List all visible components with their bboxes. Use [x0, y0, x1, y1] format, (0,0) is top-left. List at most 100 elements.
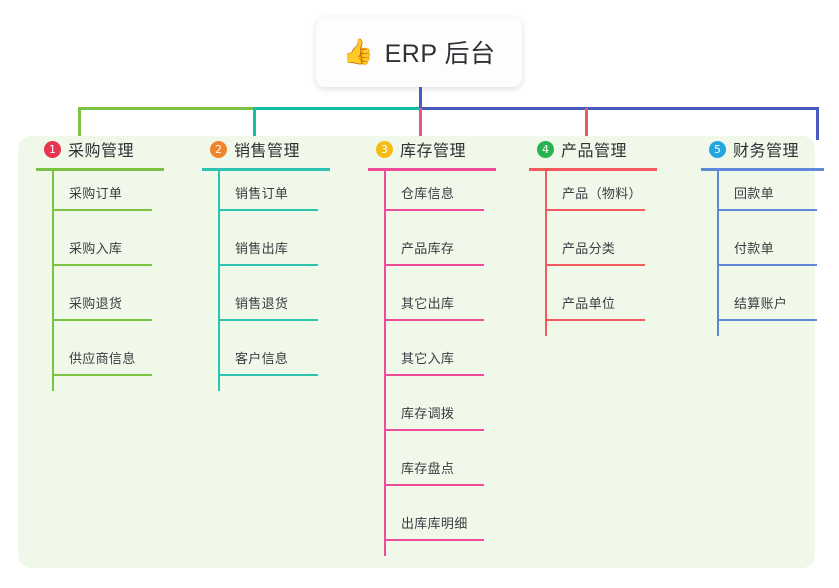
leaf-label: 付款单	[734, 241, 774, 256]
branch-underline	[202, 168, 330, 171]
leaf-label: 库存盘点	[401, 461, 455, 476]
leaf-node[interactable]: 销售订单	[202, 171, 320, 226]
leaf-underline	[52, 374, 152, 376]
branch-underline	[368, 168, 496, 171]
leaf-underline	[545, 319, 645, 321]
leaf-underline	[384, 539, 484, 541]
branch-column-4: 4 产品管理产品（物料） 产品分类产品单位	[529, 136, 657, 336]
leaf-label: 采购订单	[69, 186, 123, 201]
branch-number-badge: 1	[44, 140, 61, 158]
branch-underline	[36, 168, 164, 171]
leaf-underline	[384, 319, 484, 321]
leaf-label: 产品库存	[401, 241, 455, 256]
leaf-underline	[717, 264, 817, 266]
branch-title: 销售管理	[234, 143, 301, 160]
leaf-node[interactable]: 采购入库	[36, 226, 154, 281]
leaf-underline	[384, 209, 484, 211]
leaf-node[interactable]: 结算账户	[701, 281, 819, 336]
branch-number-badge: 5	[709, 140, 726, 158]
leaf-underline	[545, 209, 645, 211]
branch-underline	[701, 168, 824, 171]
leaf-label: 仓库信息	[401, 186, 455, 201]
connector-bar-blue	[419, 107, 819, 110]
leaf-underline	[384, 484, 484, 486]
leaf-node[interactable]: 产品单位	[529, 281, 647, 336]
branch-column-5: 5 财务管理回款单付款单结算账户	[701, 136, 824, 336]
leaf-underline	[52, 264, 152, 266]
branch-spine	[52, 171, 54, 391]
leaf-node[interactable]: 采购退货	[36, 281, 154, 336]
branch-title: 财务管理	[733, 143, 800, 160]
root-title: ERP 后台	[384, 40, 496, 68]
leaf-underline	[384, 374, 484, 376]
branch-spine	[384, 171, 386, 556]
branch-column-2: 2 销售管理销售订单销售出库销售退货客户信息	[202, 136, 330, 391]
leaf-underline	[218, 374, 318, 376]
leaf-node[interactable]: 客户信息	[202, 336, 320, 391]
leaf-node[interactable]: 出库库明细	[368, 501, 486, 556]
thumbs-up-icon: 👍	[342, 37, 374, 66]
leaf-label: 回款单	[734, 186, 774, 201]
leaf-label: 产品（物料）	[562, 186, 642, 201]
drop-connector-1	[78, 108, 81, 140]
leaf-underline	[218, 319, 318, 321]
leaf-label: 产品单位	[562, 296, 616, 311]
leaf-node[interactable]: 库存盘点	[368, 446, 486, 501]
branch-header-3[interactable]: 3 库存管理	[368, 136, 496, 171]
leaf-node[interactable]: 回款单	[701, 171, 819, 226]
drop-connector-5	[816, 108, 819, 140]
leaf-underline	[52, 209, 152, 211]
branch-header-1[interactable]: 1 采购管理	[36, 136, 164, 171]
leaf-underline	[218, 264, 318, 266]
leaf-underline	[52, 319, 152, 321]
drop-connector-2	[253, 108, 256, 140]
branch-header-2[interactable]: 2 销售管理	[202, 136, 330, 171]
branch-title: 库存管理	[400, 143, 467, 160]
connector-bar-teal	[253, 107, 421, 110]
leaf-label: 采购退货	[69, 296, 123, 311]
connector-bar-green	[78, 107, 255, 110]
branch-header-4[interactable]: 4 产品管理	[529, 136, 657, 171]
branch-column-1: 1 采购管理采购订单采购入库采购退货供应商信息	[36, 136, 164, 391]
leaf-node[interactable]: 付款单	[701, 226, 819, 281]
branches-panel: 1 采购管理采购订单采购入库采购退货供应商信息 2 销售管理销售订单销售出库销售退货…	[18, 136, 824, 568]
leaf-underline	[545, 264, 645, 266]
branch-underline	[529, 168, 657, 171]
leaf-node[interactable]: 产品分类	[529, 226, 647, 281]
leaf-node[interactable]: 仓库信息	[368, 171, 486, 226]
branch-number-badge: 2	[210, 140, 227, 158]
branch-header-5[interactable]: 5 财务管理	[701, 136, 824, 171]
leaf-node[interactable]: 供应商信息	[36, 336, 154, 391]
leaf-label: 出库库明细	[401, 516, 468, 531]
leaf-label: 结算账户	[734, 296, 788, 311]
leaf-label: 其它入库	[401, 351, 455, 366]
leaf-label: 供应商信息	[69, 351, 136, 366]
leaf-label: 产品分类	[562, 241, 616, 256]
leaf-node[interactable]: 产品库存	[368, 226, 486, 281]
branch-spine	[717, 171, 719, 336]
branch-spine	[218, 171, 220, 391]
leaf-node[interactable]: 产品（物料）	[529, 171, 647, 226]
leaf-underline	[218, 209, 318, 211]
leaf-label: 销售退货	[235, 296, 289, 311]
branch-column-3: 3 库存管理仓库信息产品库存其它出库其它入库库存调拨库存盘点出库库明细	[368, 136, 496, 556]
leaf-node[interactable]: 其它入库	[368, 336, 486, 391]
leaf-underline	[717, 209, 817, 211]
branch-number-badge: 3	[376, 140, 393, 158]
leaf-node[interactable]: 库存调拨	[368, 391, 486, 446]
leaf-label: 库存调拨	[401, 406, 455, 421]
root-node[interactable]: 👍 ERP 后台	[316, 17, 522, 87]
leaf-node[interactable]: 销售出库	[202, 226, 320, 281]
trunk-connector	[419, 87, 422, 109]
drop-connector-3	[419, 108, 422, 140]
leaf-node[interactable]: 其它出库	[368, 281, 486, 336]
leaf-node[interactable]: 销售退货	[202, 281, 320, 336]
leaf-label: 采购入库	[69, 241, 123, 256]
branch-title: 采购管理	[68, 143, 135, 160]
drop-connector-4	[585, 108, 588, 140]
branch-number-badge: 4	[537, 140, 554, 158]
leaf-node[interactable]: 采购订单	[36, 171, 154, 226]
leaf-underline	[384, 264, 484, 266]
branch-title: 产品管理	[561, 143, 628, 160]
